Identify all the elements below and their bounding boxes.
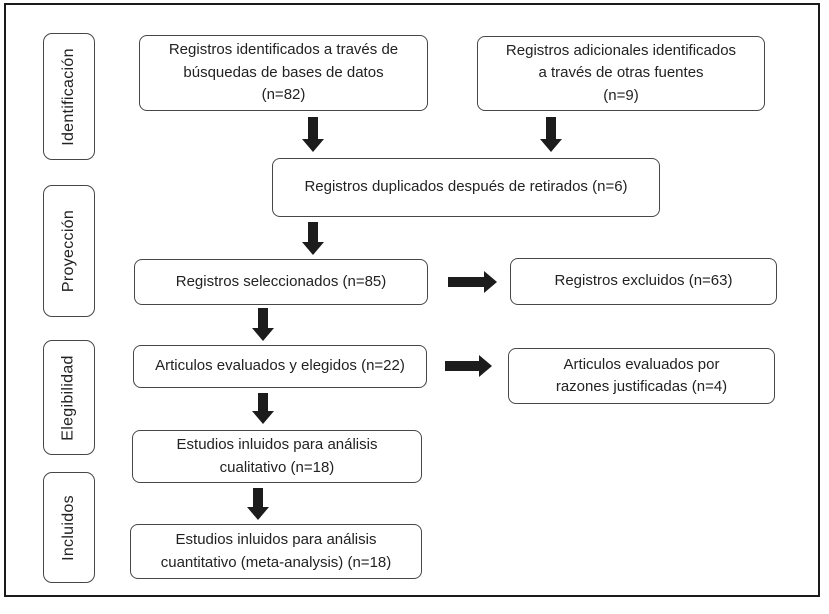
stage-label-text: Incluidos <box>60 494 78 561</box>
node-duplicates-removed: Registros duplicados después de retirado… <box>272 158 660 217</box>
node-studies-quantitative: Estudios inluidos para análisis cuantita… <box>130 524 422 579</box>
node-records-excluded: Registros excluidos (n=63) <box>510 258 777 305</box>
stage-label-incluidos: Incluidos <box>43 472 95 583</box>
arrow-identified-other-down-icon <box>546 117 556 139</box>
arrow-assessed-to-excluded-reasons-icon <box>445 361 479 371</box>
diagram-border <box>4 3 820 597</box>
arrow-screened-down-icon <box>258 308 268 328</box>
node-records-screened: Registros seleccionados (n=85) <box>134 259 428 305</box>
node-studies-qualitative: Estudios inluidos para análisis cualitat… <box>132 430 422 483</box>
node-records-identified-db: Registros identificados a través de búsq… <box>139 35 428 111</box>
stage-label-elegibilidad: Elegibilidad <box>43 340 95 455</box>
node-records-identified-other: Registros adicionales identificados a tr… <box>477 36 765 111</box>
stage-label-text: Identificación <box>60 47 77 146</box>
node-articles-assessed: Articulos evaluados y elegidos (n=22) <box>133 345 427 388</box>
arrow-screened-to-excluded-icon <box>448 277 484 287</box>
stage-label-proyeccion: Proyección <box>43 185 95 317</box>
arrow-qualitative-down-icon <box>253 488 263 507</box>
arrow-identified-db-down-icon <box>308 117 318 139</box>
node-articles-excluded-reasons: Articulos evaluados por razones justific… <box>508 348 775 404</box>
stage-label-text: Elegibilidad <box>60 354 77 441</box>
arrow-assessed-down-icon <box>258 393 268 411</box>
stage-label-text: Proyección <box>60 209 77 293</box>
stage-label-identificacion: Identificación <box>43 33 95 160</box>
arrow-duplicates-down-icon <box>308 222 318 242</box>
